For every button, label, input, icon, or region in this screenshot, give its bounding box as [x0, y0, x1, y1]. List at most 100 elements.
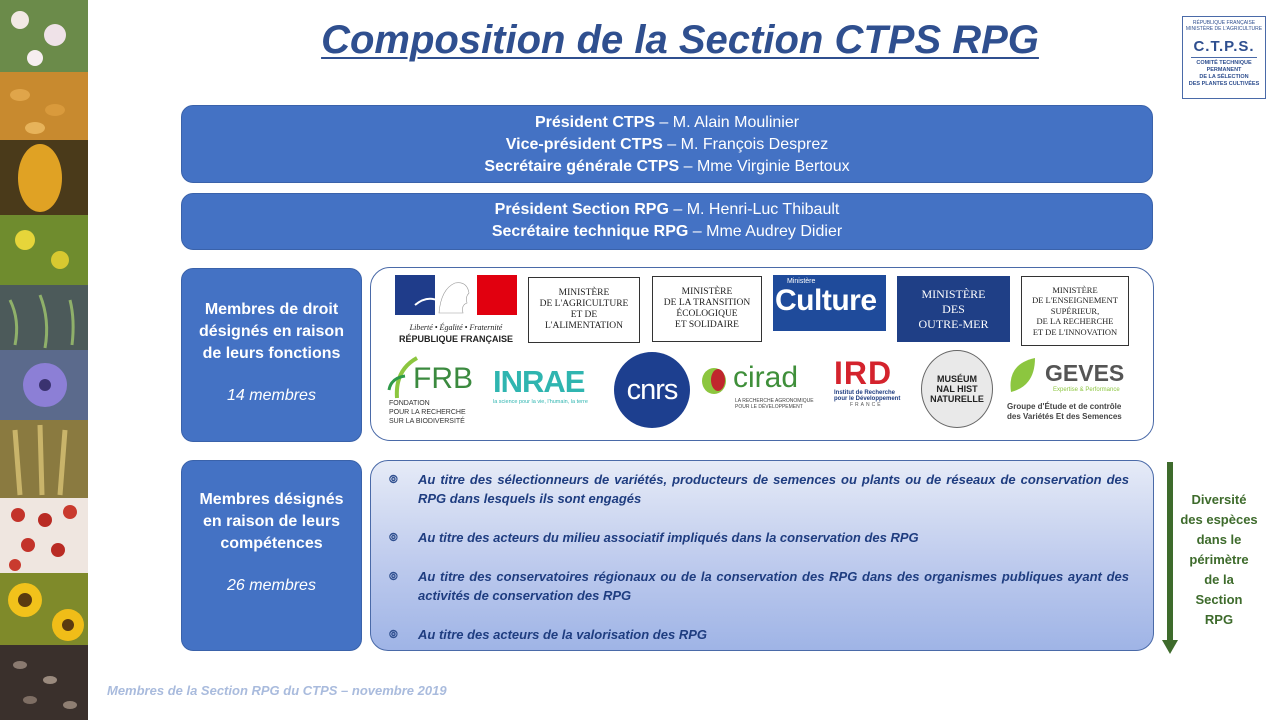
ird-sub: Institut de Recherche: [834, 390, 896, 396]
logo-text: MINISTÈRE: [558, 288, 610, 298]
section-president-role: Président Section RPG: [494, 201, 669, 218]
museum-text: NAL HIST: [936, 384, 978, 394]
cirad-leaf-icon: [702, 368, 726, 394]
section-president-name: – M. Henri-Luc Thibault: [668, 201, 840, 218]
vice-president-line: Vice-président CTPS – M. François Despre…: [182, 134, 1152, 156]
ministere-agriculture-logo: MINISTÈRE DE L'AGRICULTURE ET DE L'ALIME…: [528, 277, 640, 343]
circled-arrow-bullet-icon: ⦾: [389, 532, 398, 544]
inrae-logo: INRAE la science pour la vie, l'humain, …: [493, 364, 605, 414]
down-arrow-icon: [1162, 462, 1178, 654]
diversite-line: Section: [1195, 592, 1243, 607]
diversite-line: RPG: [1204, 612, 1234, 627]
list-item: ⦾ Au titre des sélectionneurs de variété…: [389, 470, 1129, 508]
logo-text: DE LA RECHERCHE: [1036, 316, 1114, 327]
president-role: Président CTPS: [534, 114, 655, 131]
frb-logo: FRB FONDATION POUR LA RECHERCHE SUR LA B…: [387, 356, 487, 428]
cirad-logo: cirad LA RECHERCHE AGRONOMIQUE POUR LE D…: [701, 361, 821, 418]
ctps-logo-sub: DES PLANTES CULTIVÉES: [1188, 81, 1260, 87]
section-rpg-box: Président Section RPG – M. Henri-Luc Thi…: [181, 193, 1153, 250]
logo-text: ET DE: [570, 310, 598, 320]
secretary-role: Secrétaire générale CTPS: [484, 158, 680, 175]
logo-text: DE LA TRANSITION: [663, 298, 751, 308]
culture-small-text: Ministère: [787, 278, 816, 285]
ird-logo: IRD Institut de Recherche pour le Dévelo…: [834, 356, 914, 422]
ird-sub: FRANCE: [850, 402, 883, 408]
institution-logos-panel: Liberté • Égalité • Fraternité RÉPUBLIQU…: [370, 267, 1154, 441]
president-name: – M. Alain Moulinier: [654, 114, 800, 131]
list-item-text: Au titre des conservatoires régionaux ou…: [418, 569, 1129, 603]
cnrs-logo: cnrs: [614, 352, 690, 428]
ctps-logo-sub: COMITÉ TECHNIQUE: [1196, 60, 1252, 66]
ministere-transition-logo: MINISTÈRE DE LA TRANSITION ÉCOLOGIQUE ET…: [652, 276, 762, 342]
footer-caption: Membres de la Section RPG du CTPS – nove…: [107, 683, 447, 698]
marianne-icon: [395, 275, 517, 315]
logo-text: MINISTÈRE: [681, 287, 733, 297]
ctps-logo-sub: PERMANENT: [1206, 67, 1242, 73]
ctps-logo-acronym: C.T.P.S.: [1193, 38, 1255, 55]
republique-name: RÉPUBLIQUE FRANÇAISE: [398, 334, 513, 344]
list-item-text: Au titre des acteurs du milieu associati…: [418, 530, 919, 545]
members-by-competence-box: Membres désignés en raison de leurs comp…: [181, 460, 362, 651]
plant-photo-strip: [0, 0, 88, 720]
logo-text: SUPÉRIEUR,: [1050, 305, 1100, 316]
president-line: Président CTPS – M. Alain Moulinier: [182, 112, 1152, 134]
members-by-competence-label: Membres désignés en raison de leurs comp…: [199, 491, 344, 552]
ministere-enseignement-logo: MINISTÈRE DE L'ENSEIGNEMENT SUPÉRIEUR, D…: [1021, 276, 1129, 346]
logo-text: MINISTÈRE: [921, 286, 986, 301]
list-item: ⦾ Au titre des acteurs du milieu associa…: [389, 528, 1129, 547]
cirad-tagline: LA RECHERCHE AGRONOMIQUE POUR LE DÉVELOP…: [735, 398, 814, 410]
section-secretary-name: – Mme Audrey Didier: [688, 223, 843, 240]
members-by-competence-count: 26 membres: [227, 577, 316, 594]
members-by-right-label: Membres de droit désignés en raison de l…: [199, 301, 344, 362]
circled-arrow-bullet-icon: ⦾: [389, 629, 398, 641]
geves-sub: des Variétés Et des Semences: [1007, 412, 1122, 421]
frb-sub: SUR LA BIODIVERSITÉ: [389, 418, 465, 425]
vice-president-name: – M. François Desprez: [662, 136, 829, 153]
ministere-culture-logo: Ministère Culture: [773, 275, 886, 331]
ird-name: IRD: [834, 355, 893, 391]
geves-tagline: Expertise & Performance: [1053, 387, 1120, 393]
logo-text: ET SOLIDAIRE: [675, 320, 739, 330]
cirad-name: cirad: [733, 361, 799, 394]
logo-text: DE L'ENSEIGNEMENT: [1032, 295, 1118, 306]
geves-leaf-icon: [1010, 358, 1035, 392]
geves-sub: Groupe d'Étude et de contrôle: [1007, 402, 1122, 411]
members-by-right-count: 14 membres: [227, 387, 316, 404]
diversite-label: Diversité des espèces dans le périmètre …: [1176, 490, 1262, 630]
cnrs-name: cnrs: [626, 373, 679, 406]
ctps-logo-line2: MINISTÈRE DE L'AGRICULTURE: [1185, 26, 1263, 32]
vice-president-role: Vice-président CTPS: [505, 136, 663, 153]
ctps-logo-line1: RÉPUBLIQUE FRANÇAISE: [1192, 20, 1256, 26]
ctps-presidency-box: Président CTPS – M. Alain Moulinier Vice…: [181, 105, 1153, 183]
frb-name: FRB: [413, 362, 473, 395]
circled-arrow-bullet-icon: ⦾: [389, 474, 398, 486]
secretary-line: Secrétaire générale CTPS – Mme Virginie …: [182, 156, 1152, 178]
diversite-line: dans le: [1196, 532, 1242, 547]
museum-text: NATURELLE: [930, 394, 984, 404]
logo-text: ET DE L'INNOVATION: [1032, 326, 1118, 337]
logo-text: DES: [942, 301, 965, 316]
museum-logo: MUSÉUM NAL HIST NATURELLE: [921, 350, 993, 428]
frb-sub: POUR LA RECHERCHE: [389, 409, 466, 416]
logo-text: DE L'AGRICULTURE: [539, 299, 629, 309]
republique-francaise-logo: Liberté • Égalité • Fraternité RÉPUBLIQU…: [395, 275, 517, 344]
competence-list-box: ⦾ Au titre des sélectionneurs de variété…: [370, 460, 1154, 651]
list-item-text: Au titre des sélectionneurs de variétés,…: [418, 472, 1129, 506]
logo-text: ÉCOLOGIQUE: [676, 309, 738, 319]
diversite-line: de la: [1204, 572, 1234, 587]
logo-text: OUTRE-MER: [918, 316, 989, 331]
list-item: ⦾ Au titre des conservatoires régionaux …: [389, 567, 1129, 605]
section-secretary-line: Secrétaire technique RPG – Mme Audrey Di…: [182, 221, 1152, 243]
circled-arrow-bullet-icon: ⦾: [389, 571, 398, 583]
frb-leaf-icon: [387, 356, 419, 399]
list-item: ⦾ Au titre des acteurs de la valorisatio…: [389, 625, 1129, 644]
inrae-tagline: la science pour la vie, l'humain, la ter…: [493, 399, 588, 405]
geves-name: GEVES: [1045, 360, 1125, 386]
logo-text: L'ALIMENTATION: [545, 321, 623, 331]
ctps-logo: RÉPUBLIQUE FRANÇAISE MINISTÈRE DE L'AGRI…: [1182, 16, 1266, 99]
culture-big-text: Culture: [775, 284, 877, 317]
ministere-outremer-logo: MINISTÈRE DES OUTRE-MER: [897, 276, 1010, 342]
ird-sub: pour le Développement: [834, 396, 901, 402]
republique-motto: Liberté • Égalité • Fraternité: [409, 323, 503, 332]
diversite-line: périmètre: [1189, 552, 1249, 567]
